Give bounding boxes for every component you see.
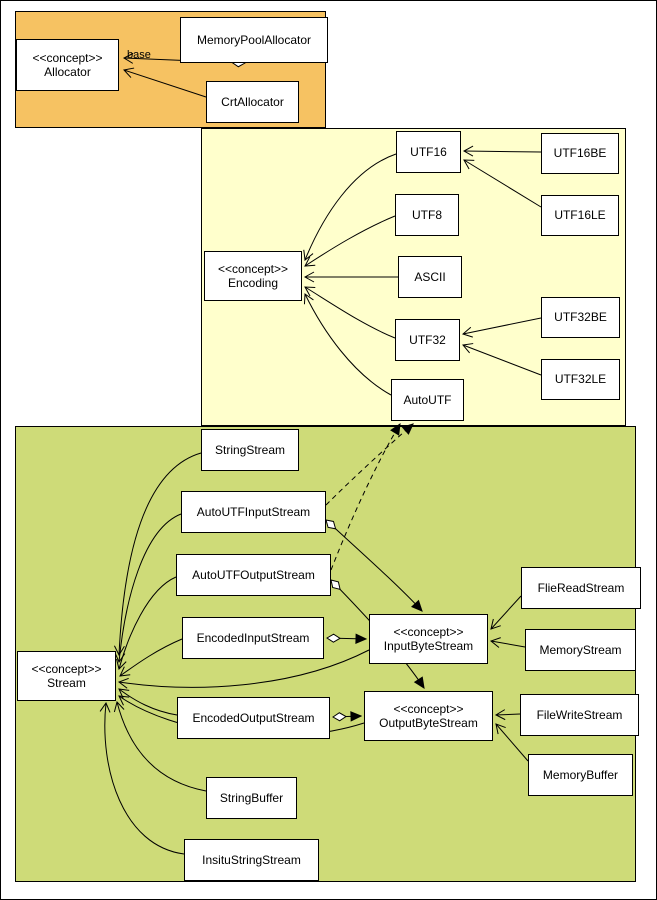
node-stream: <<concept>> Stream bbox=[17, 651, 116, 701]
node-insitustringstream-label: InsituStringStream bbox=[202, 852, 301, 867]
edge-utf16be-utf16 bbox=[462, 145, 542, 157]
node-inputbytestream-label: InputByteStream bbox=[383, 639, 474, 653]
node-filewritestream-label: FileWriteStream bbox=[536, 707, 623, 722]
node-utf16be-label: UTF16BE bbox=[553, 146, 607, 161]
edge-autoutfoutputstream-stream bbox=[116, 576, 177, 670]
node-memorypoolallocator: MemoryPoolAllocator bbox=[180, 17, 328, 63]
node-stream-stereotype: <<concept>> bbox=[31, 661, 102, 676]
edge-autoutfinputstream-stream bbox=[114, 513, 182, 664]
edge-memorystream-inputbytestream bbox=[489, 637, 526, 648]
node-utf16-label: UTF16 bbox=[410, 144, 447, 159]
node-encoding-label: Encoding bbox=[227, 276, 279, 290]
edge-encodedoutputstream-stream bbox=[118, 688, 178, 716]
node-stringbuffer: StringBuffer bbox=[206, 777, 297, 819]
node-autoutfoutputstream: AutoUTFOutputStream bbox=[176, 554, 331, 596]
node-outputbytestream: <<concept>> OutputByteStream bbox=[364, 691, 493, 741]
edge-encodedinputstream-stream bbox=[119, 638, 183, 677]
node-utf32le: UTF32LE bbox=[541, 359, 620, 400]
node-allocator-stereotype: <<concept>> bbox=[32, 50, 103, 65]
node-memorystream: MemoryStream bbox=[525, 629, 636, 671]
edge-autoutfinputstream-autoutf-dependency bbox=[325, 423, 414, 506]
edge-utf8-encoding bbox=[304, 215, 396, 267]
node-utf16: UTF16 bbox=[396, 131, 461, 173]
node-insitustringstream: InsituStringStream bbox=[184, 839, 319, 881]
node-utf32le-label: UTF32LE bbox=[554, 372, 607, 387]
edge-autoutfinputstream-inputbytestream bbox=[325, 519, 423, 612]
node-memorybuffer: MemoryBuffer bbox=[528, 754, 633, 796]
node-autoutfinputstream-label: AutoUTFInputStream bbox=[196, 504, 311, 519]
edge-utf32le-utf32 bbox=[462, 343, 542, 376]
edge-utf32-encoding bbox=[304, 286, 396, 339]
node-stream-label: Stream bbox=[47, 676, 86, 690]
edge-crtallocator-allocator bbox=[123, 67, 207, 98]
edge-fliereadstream-inputbytestream bbox=[490, 595, 522, 630]
node-utf32be-label: UTF32BE bbox=[554, 310, 607, 325]
node-outputbytestream-label: OutputByteStream bbox=[379, 716, 478, 730]
node-utf32: UTF32 bbox=[395, 319, 460, 361]
node-encodedinputstream: EncodedInputStream bbox=[182, 617, 324, 659]
node-ascii: ASCII bbox=[398, 256, 462, 298]
node-outputbytestream-stereotype: <<concept>> bbox=[393, 701, 464, 716]
edge-memorybuffer-outputbytestream bbox=[495, 723, 529, 762]
node-filewritestream: FileWriteStream bbox=[520, 694, 639, 736]
node-inputbytestream: <<concept>> InputByteStream bbox=[369, 614, 488, 664]
node-utf8-label: UTF8 bbox=[412, 207, 442, 222]
node-encoding: <<concept>> Encoding bbox=[204, 251, 302, 301]
edge-utf16-encoding bbox=[303, 153, 397, 261]
node-fliereadstream: FlieReadStream bbox=[521, 567, 641, 609]
node-inputbytestream-stereotype: <<concept>> bbox=[393, 624, 464, 639]
node-ascii-label: ASCII bbox=[414, 269, 446, 284]
node-autoutfinputstream: AutoUTFInputStream bbox=[181, 491, 326, 533]
node-memorypoolallocator-label: MemoryPoolAllocator bbox=[196, 32, 312, 47]
edge-utf16le-utf16 bbox=[463, 159, 542, 208]
node-crtallocator: CrtAllocator bbox=[206, 81, 299, 123]
edge-filewritestream-outputbytestream bbox=[494, 709, 521, 721]
edge-stringstream-stream bbox=[113, 452, 202, 657]
node-utf32be: UTF32BE bbox=[541, 297, 620, 338]
node-encoding-stereotype: <<concept>> bbox=[217, 261, 289, 276]
node-stringbuffer-label: StringBuffer bbox=[219, 790, 284, 805]
node-utf32-label: UTF32 bbox=[409, 332, 446, 347]
node-utf16be: UTF16BE bbox=[541, 133, 619, 174]
node-encodedoutputstream: EncodedOutputStream bbox=[177, 697, 330, 739]
edge-autoutfoutputstream-autoutf-dependency bbox=[330, 422, 401, 571]
edge-label-base: base bbox=[127, 49, 151, 61]
edge-encodedinputstream-inputbytestream bbox=[326, 633, 368, 645]
node-encodedoutputstream-label: EncodedOutputStream bbox=[192, 710, 315, 725]
node-fliereadstream-label: FlieReadStream bbox=[537, 580, 625, 595]
node-utf8: UTF8 bbox=[395, 194, 459, 236]
node-crtallocator-label: CrtAllocator bbox=[221, 94, 284, 109]
node-autoutf: AutoUTF bbox=[391, 379, 464, 421]
node-allocator-label: Allocator bbox=[44, 65, 91, 79]
node-encodedinputstream-label: EncodedInputStream bbox=[196, 630, 310, 645]
node-autoutfoutputstream-label: AutoUTFOutputStream bbox=[192, 567, 315, 582]
node-stringstream-label: StringStream bbox=[214, 442, 286, 457]
node-stringstream: StringStream bbox=[201, 429, 299, 471]
edge-insitustringstream-stream bbox=[99, 701, 185, 855]
node-memorybuffer-label: MemoryBuffer bbox=[542, 767, 619, 782]
node-autoutf-label: AutoUTF bbox=[403, 392, 452, 407]
edge-utf32be-utf32 bbox=[461, 317, 542, 338]
node-utf16le: UTF16LE bbox=[541, 195, 619, 236]
edge-encodedoutputstream-outputbytestream bbox=[332, 711, 363, 722]
node-allocator: <<concept>> Allocator bbox=[16, 39, 119, 91]
edge-stringbuffer-stream bbox=[113, 701, 207, 792]
node-utf16le-label: UTF16LE bbox=[554, 208, 606, 223]
edge-autoutf-encoding bbox=[303, 293, 392, 396]
node-memorystream-label: MemoryStream bbox=[539, 642, 622, 657]
